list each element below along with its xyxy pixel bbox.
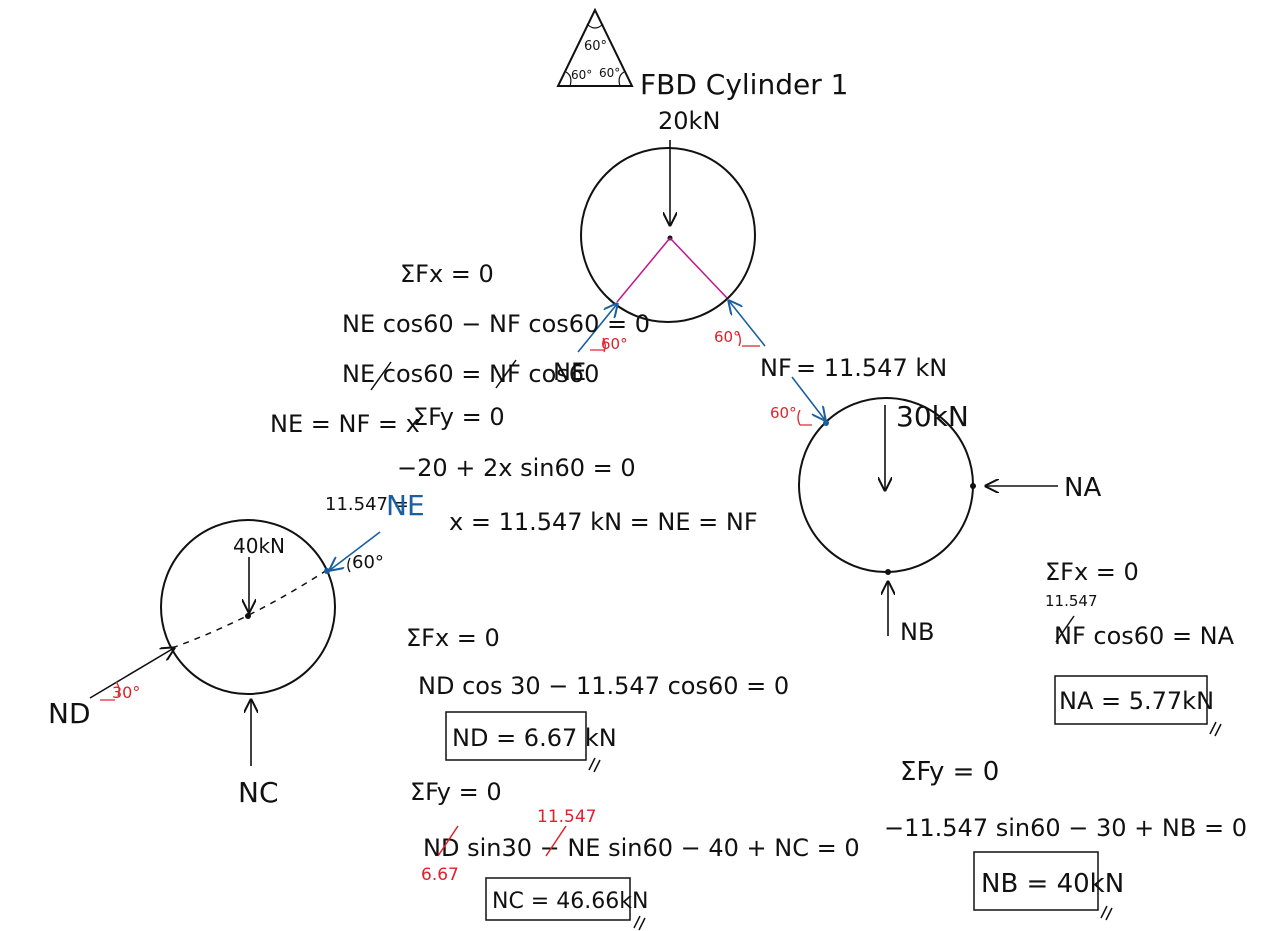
c3-sub-nd: 6.67 [421,865,459,885]
cylinder-3 [89,519,381,766]
cylinder3-load-label: 40kN [233,534,285,558]
cylinder3-ne-angle: 60° [352,552,384,573]
cylinder3-nd-angle: 30° [112,683,140,702]
cylinder1-load-label: 20kN [658,107,720,135]
triangle-top-angle: 60° [584,39,607,54]
c1-strike-2 [495,359,517,389]
cylinder3-ne-value: 11.547 = [325,494,409,515]
c2-eq-y: −11.547 sin60 − 30 + NB = 0 [884,814,1247,842]
c2-done-mark-1 [1209,721,1222,737]
c2-done-mark-2 [1100,905,1113,921]
cylinder1-ne-label: NE [553,358,586,386]
c1-result: x = 11.547 kN = NE = NF [449,508,758,536]
c1-sum-fx: ΣFx = 0 [400,260,494,288]
c3-sum-fy: ΣFy = 0 [410,778,502,806]
c3-strike-ne [545,825,567,857]
c3-done-mark-2 [633,915,646,931]
c1-sum-fy: ΣFy = 0 [413,403,505,431]
cylinder3-ne-label: NE [386,489,425,522]
c1-eq1: NE cos60 − NF cos60 = 0 [342,310,650,338]
c2-na-box [1054,675,1208,725]
diagram-title: FBD Cylinder 1 [640,68,848,101]
cylinder2-nf-angle: 60° [770,404,797,422]
cylinder2-na-label: NA [1064,473,1101,503]
c3-done-mark-1 [588,757,601,773]
c2-nb-box [973,851,1099,911]
cylinder-2 [791,376,1058,636]
c3-sum-fx: ΣFx = 0 [406,624,500,652]
cylinder2-nb-label: NB [900,618,934,646]
c2-na-result: NA = 5.77kN [1059,687,1214,715]
cylinder3-nd-label: ND [48,697,91,730]
c2-nb-result: NB = 40kN [981,869,1124,899]
cylinder-1 [577,140,766,353]
c1-equal: NE = NF = x [270,410,420,438]
c1-strike-1 [370,361,392,391]
c2-eq-x: NF cos60 = NA [1054,622,1235,650]
c3-strike-nd [437,825,459,857]
cylinder1-ne-angle: 60° [601,335,628,353]
cylinder1-nf-angle: 60° [714,328,741,346]
c3-nc-result: NC = 46.66kN [492,889,648,914]
c3-sub-ne: 11.547 [537,807,596,827]
c3-nd-result: ND = 6.67 kN [452,724,617,752]
c3-nd-box [445,711,587,761]
cylinder3-nc-label: NC [238,776,279,809]
c2-sum-fx: ΣFx = 0 [1045,558,1139,586]
c2-sum-fy: ΣFy = 0 [900,757,999,787]
c3-eq-y: ND sin30 − NE sin60 − 40 + NC = 0 [423,834,860,862]
c2-sub-value: 11.547 [1045,592,1098,610]
c1-eq3: −20 + 2x sin60 = 0 [397,454,636,482]
cylinder1-nf-result: = 11.547 kN [796,354,947,382]
triangle-icon: 60° 60° 60° [556,7,634,87]
c3-nc-box [485,877,631,921]
triangle-left-angle: 60° [571,68,592,82]
c2-strike [1055,615,1075,643]
triangle-right-angle: 60° [599,66,620,80]
c3-eq-x: ND cos 30 − 11.547 cos60 = 0 [418,672,789,700]
c1-eq2: NE cos60 = NF cos60 [342,360,599,388]
cylinder1-nf-label: NF [760,354,792,382]
cylinder2-load-label: 30kN [896,400,969,433]
